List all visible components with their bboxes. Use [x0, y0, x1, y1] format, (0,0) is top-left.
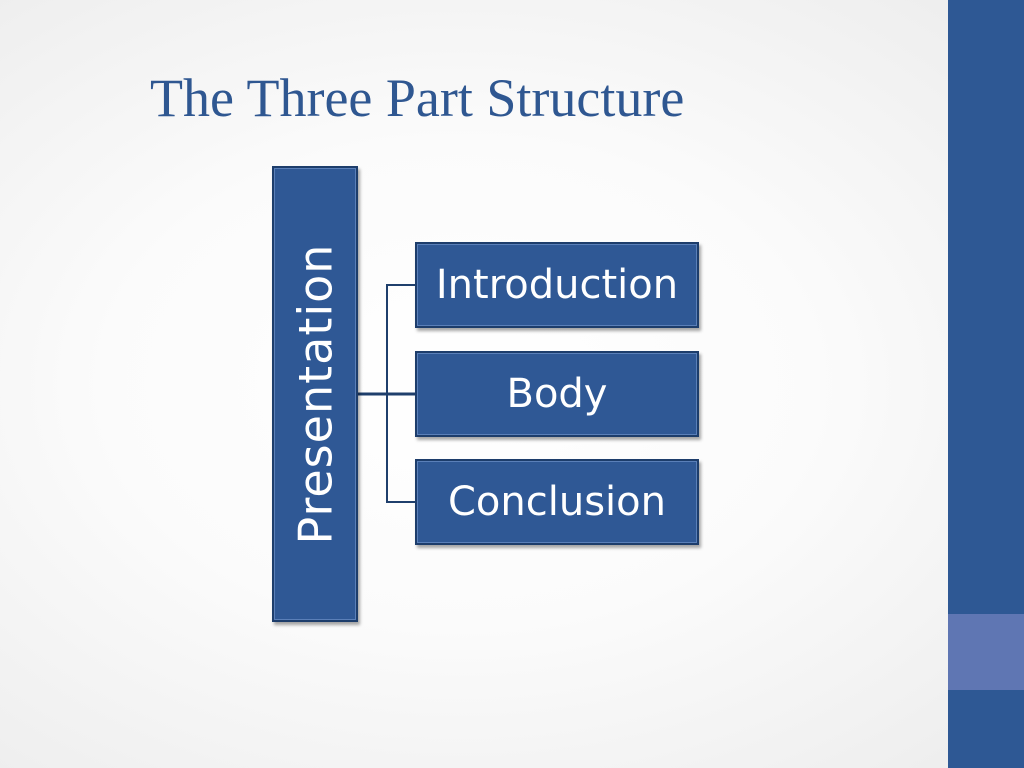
node-conclusion-label: Conclusion: [448, 479, 666, 525]
node-body-label: Body: [506, 371, 608, 417]
slide-title: The Three Part Structure: [150, 68, 685, 128]
node-introduction: Introduction: [415, 242, 699, 328]
node-presentation: Presentation: [272, 166, 358, 622]
node-introduction-label: Introduction: [435, 262, 679, 308]
side-decoration-accent: [948, 614, 1024, 690]
node-body: Body: [415, 351, 699, 437]
node-presentation-label: Presentation: [288, 243, 342, 545]
node-conclusion: Conclusion: [415, 459, 699, 545]
